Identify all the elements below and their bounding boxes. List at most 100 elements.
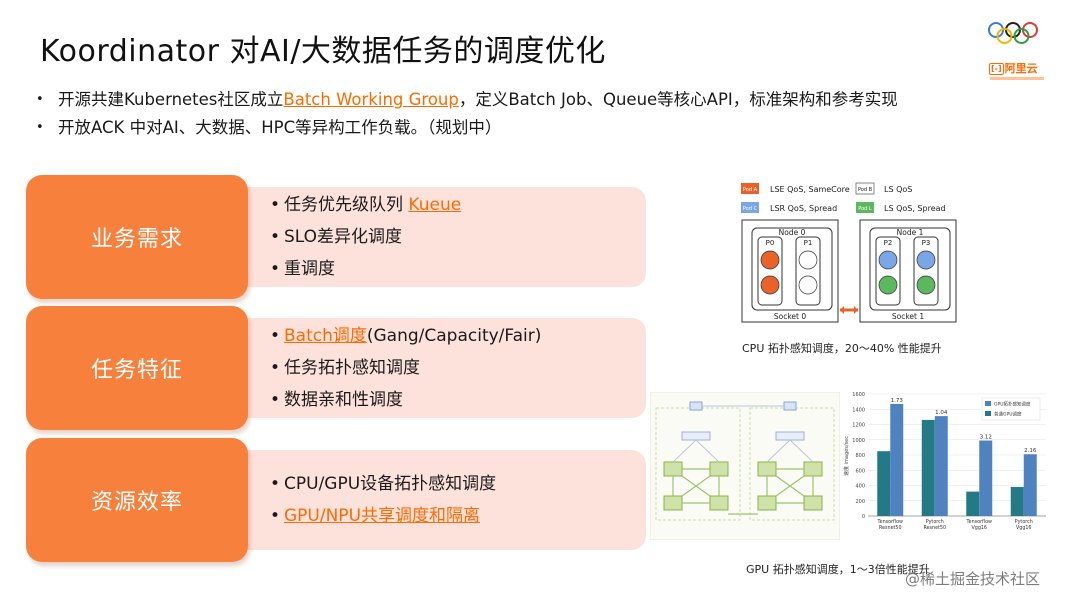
y-tick-label: 1200 <box>852 423 865 429</box>
item-text: 任务拓扑感知调度 <box>284 358 420 378</box>
x-tick-label: Pytorch <box>926 519 944 525</box>
y-tick-label: 600 <box>855 468 865 474</box>
row-items: •CPU/GPU设备拓扑感知调度 •GPU/NPU共享调度和隔离 <box>270 468 496 532</box>
x-tick-label: Resnet50 <box>923 525 946 531</box>
x-tick-label: Resnet50 <box>879 525 902 531</box>
pod-a-swatch <box>741 183 759 194</box>
bullet-dot: • <box>270 506 281 526</box>
bullet-dot: • <box>36 92 44 107</box>
y-tick-label: 200 <box>855 499 865 505</box>
gpu-topology-diagram <box>650 392 840 540</box>
list-item: •任务拓扑感知调度 <box>270 352 541 384</box>
row-panel <box>226 318 646 418</box>
gpu-caption: GPU 拓扑感知调度，1～3倍性能提升 <box>746 563 930 576</box>
core-label: P1 <box>804 239 813 247</box>
pod-label: Pod A <box>743 187 758 193</box>
olympic-rings-icon <box>988 22 1038 44</box>
core-label: P3 <box>922 239 931 247</box>
pod-c-swatch <box>741 202 759 213</box>
bar-baseline <box>1010 487 1024 516</box>
y-axis-label: 速度 images/sec <box>843 436 850 476</box>
list-item: •CPU/GPU设备拓扑感知调度 <box>270 468 496 500</box>
bullet-item: • 开源共建Kubernetes社区成立 Batch Working Group… <box>36 86 898 114</box>
socket-label: Socket 1 <box>892 312 924 321</box>
item-text: 数据亲和性调度 <box>284 390 403 410</box>
legend-text: 普通GPU调度 <box>994 411 1022 418</box>
cpu-chip <box>783 401 797 411</box>
row-label: 资源效率 <box>26 438 248 562</box>
gpu-chip <box>709 495 729 511</box>
gpu-npu-sharing-link[interactable]: GPU/NPU共享调度和隔离 <box>284 506 481 526</box>
item-text: 重调度 <box>284 259 335 279</box>
bar-topology <box>890 403 904 516</box>
logo-tagline <box>990 77 1044 80</box>
y-tick-label: 1600 <box>852 392 865 398</box>
item-text: SLO差异化调度 <box>284 227 403 247</box>
aliyun-brand: [-]阿里云 <box>989 60 1045 78</box>
pod-label: Pod L <box>858 206 872 212</box>
socket-label: Socket 0 <box>774 312 806 321</box>
row-label: 任务特征 <box>26 306 248 430</box>
bullet-text: 开源共建Kubernetes社区成立 <box>58 90 284 109</box>
row-business-needs: 业务需求 •任务优先级队列 Kueue •SLO差异化调度 •重调度 <box>26 175 646 299</box>
legend-text: GPU拓扑感知调度 <box>994 401 1031 408</box>
aliyun-brand-text: 阿里云 <box>1004 62 1038 75</box>
pod-l-swatch <box>856 202 874 213</box>
gpu-chip <box>803 495 823 511</box>
bullet-dot: • <box>270 326 281 346</box>
batch-working-group-link[interactable]: Batch Working Group <box>283 90 459 109</box>
core-box <box>757 236 783 306</box>
bullet-dot: • <box>36 120 44 135</box>
bullet-dot: • <box>270 195 281 215</box>
row-items: •Batch调度(Gang/Capacity/Fair) •任务拓扑感知调度 •… <box>270 320 541 416</box>
x-tick-label: Vgg16 <box>1016 525 1031 531</box>
cpu-caption: CPU 拓扑感知调度，20～40% 性能提升 <box>742 342 942 355</box>
row-panel <box>226 187 646 287</box>
y-tick-label: 400 <box>855 484 865 490</box>
bullet-text: ，定义Batch Job、Queue等核心API，标准架构和参考实现 <box>458 90 898 109</box>
bar-baseline <box>966 491 980 516</box>
list-item: •SLO差异化调度 <box>270 221 461 253</box>
bullet-dot: • <box>270 259 281 279</box>
x-tick-label: Tensorflow <box>877 519 903 525</box>
y-tick-label: 1000 <box>852 438 865 444</box>
legend-text: LS QoS, Spread <box>884 204 946 213</box>
data-label: 3.12 <box>980 435 992 441</box>
x-tick-label: Pytorch <box>1015 519 1033 525</box>
bullet-dot: • <box>270 358 281 378</box>
pcie-switch <box>775 431 805 441</box>
pod-label: Pod C <box>743 206 758 212</box>
x-tick-label: Tensorflow <box>966 519 992 525</box>
gpu-chip <box>757 495 777 511</box>
item-text: 任务优先级队列 <box>284 195 409 215</box>
y-tick-label: 800 <box>855 453 865 459</box>
cpu-topology-diagram: Pod A LSE QoS, SameCore Pod B LS QoS Pod… <box>741 182 957 323</box>
page-title: Koordinator 对AI/大数据任务的调度优化 <box>40 34 606 69</box>
bar-topology <box>934 416 948 516</box>
batch-scheduling-link[interactable]: Batch调度 <box>284 326 367 346</box>
legend-text: LSR QoS, Spread <box>770 204 837 213</box>
pcie-switch <box>681 431 711 441</box>
list-item: •任务优先级队列 Kueue <box>270 189 461 221</box>
bullet-text: 开放ACK 中对AI、大数据、HPC等异构工作负载。（规划中） <box>58 118 502 137</box>
row-task-features: 任务特征 •Batch调度(Gang/Capacity/Fair) •任务拓扑感… <box>26 306 646 430</box>
core-box <box>913 236 939 306</box>
gpu-chip <box>757 461 777 477</box>
nvlink-lines <box>766 468 814 504</box>
core-box <box>875 236 901 306</box>
bar-baseline <box>921 419 935 516</box>
bullet-item: • 开放ACK 中对AI、大数据、HPC等异构工作负载。（规划中） <box>36 114 898 142</box>
aliyun-mark: [-] <box>989 63 1004 75</box>
node-label: Node 1 <box>897 228 924 237</box>
aliyun-logo: [-]阿里云 <box>984 20 1046 86</box>
gpu-bar-chart: 速度 images/sec 02004006008001000120014001… <box>843 392 1046 531</box>
legend-box <box>981 397 1041 421</box>
item-text: CPU/GPU设备拓扑感知调度 <box>284 474 497 494</box>
core-box <box>795 236 821 306</box>
cpu-chip <box>689 401 703 411</box>
pcie-lines <box>672 405 814 463</box>
row-panel <box>226 450 646 550</box>
pod-b-swatch <box>855 182 875 195</box>
list-item: •重调度 <box>270 253 461 285</box>
kueue-link[interactable]: Kueue <box>408 195 462 215</box>
